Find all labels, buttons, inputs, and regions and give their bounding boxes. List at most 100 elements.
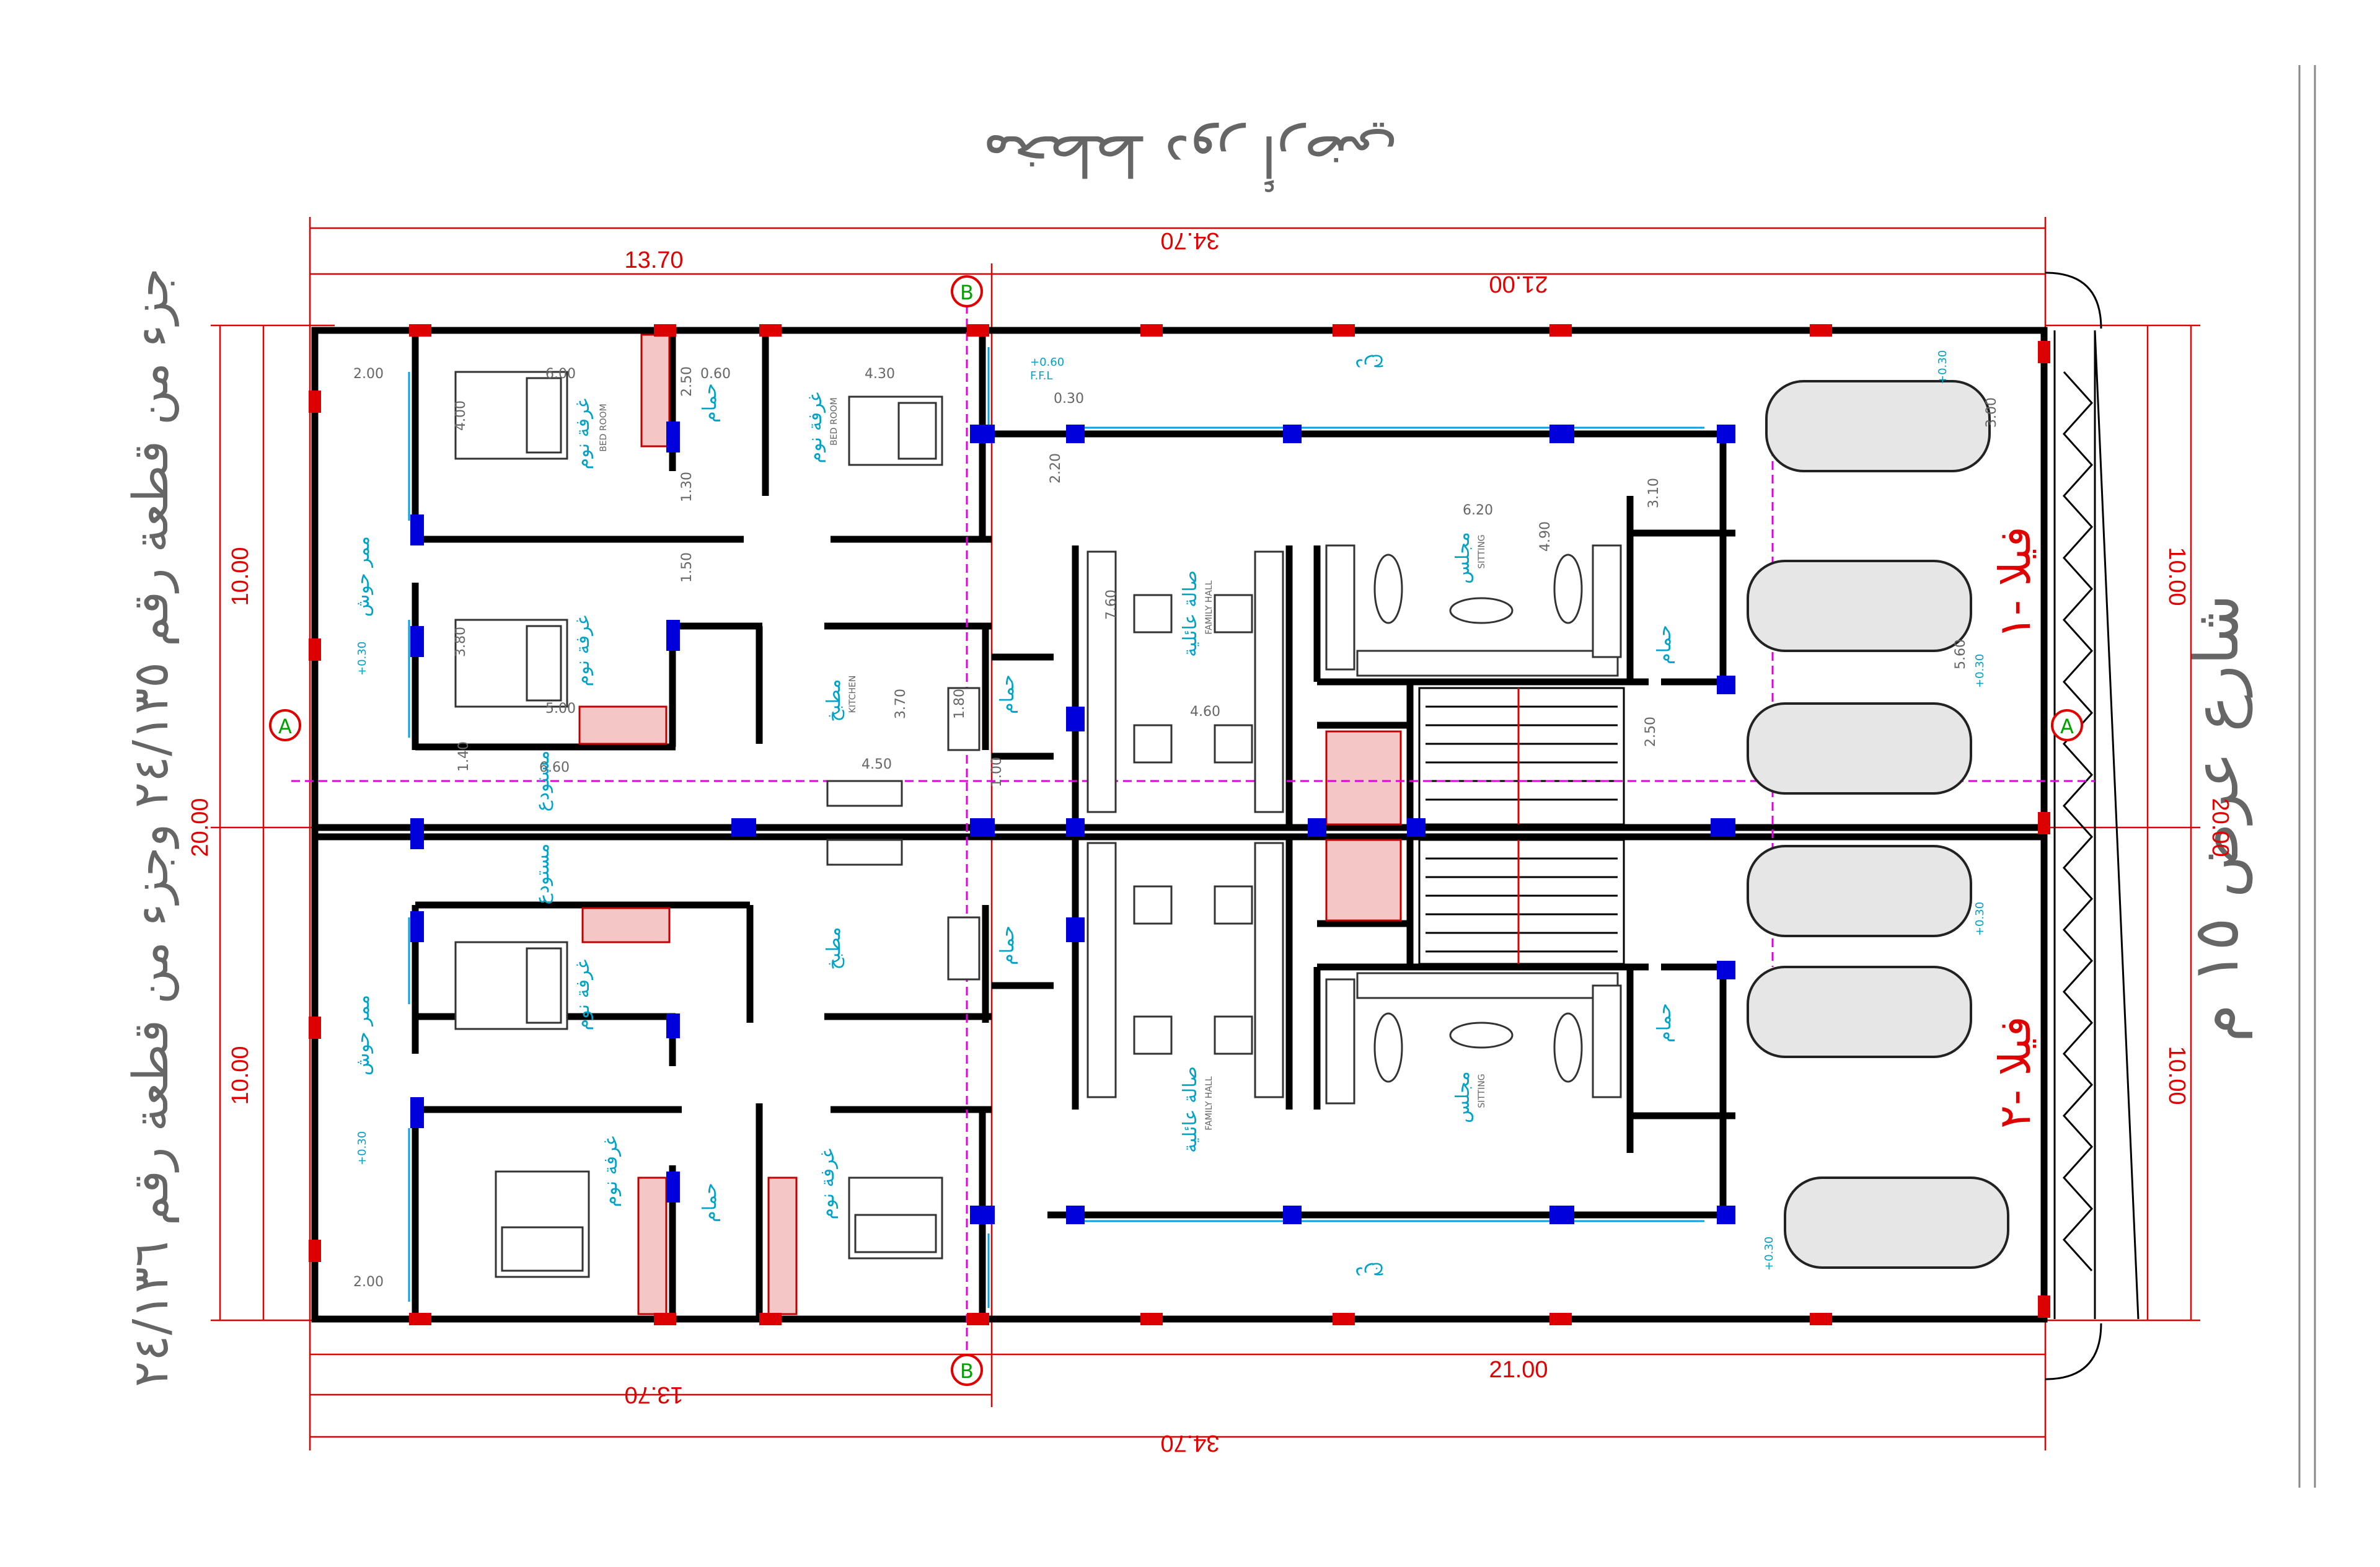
svg-text:1.00: 1.00 — [989, 757, 1005, 787]
label-kitchen-2: مطبخ — [823, 927, 845, 969]
svg-text:5.00: 5.00 — [545, 701, 576, 717]
hatched-areas — [578, 333, 1402, 1315]
svg-text:+0.30: +0.30 — [1973, 902, 1986, 936]
label-hall-1-en: FAMILY HALL — [1204, 580, 1214, 634]
dim-right-upper: 10.00 — [2164, 547, 2190, 606]
label-yard-1: ممر حوش — [352, 536, 374, 617]
inner-dimensions: 6.00 4.30 4.00 3.80 5.00 2.50 1.30 1.50 … — [353, 366, 1999, 1290]
svg-text:+0.30: +0.30 — [1973, 654, 1986, 688]
label-store-1: مستودع — [532, 751, 553, 812]
dim-left-total: 20.00 — [187, 798, 213, 857]
windows — [408, 347, 1704, 1308]
dim-right-bottom: 21.00 — [1489, 1357, 1548, 1383]
label-bedroom-1: غرفة نوم — [572, 399, 594, 470]
label-yard-2: ممر حوش — [352, 995, 374, 1075]
label-bath-6: حمام — [1654, 1003, 1675, 1043]
bed-bedroom-5 — [495, 1170, 590, 1278]
label-stair-1: درج — [1355, 355, 1384, 376]
svg-text:2.20: 2.20 — [1048, 453, 1064, 483]
svg-text:2.00: 2.00 — [353, 366, 384, 382]
sitting-room-furniture — [1325, 544, 1622, 1105]
svg-text:B: B — [960, 1359, 974, 1383]
label-bath-2: حمام — [997, 674, 1018, 714]
dim-right-total: 20.00 — [2207, 798, 2233, 857]
svg-text:2.00: 2.00 — [353, 1274, 384, 1290]
label-bath-4: حمام — [699, 1183, 721, 1222]
svg-text:1.30: 1.30 — [679, 472, 695, 502]
section-marker-a-left: A — [269, 709, 301, 741]
svg-text:6.20: 6.20 — [1463, 503, 1493, 518]
label-sitting-1: مجلس — [1452, 532, 1474, 584]
label-bedroom-2-en: BED ROOM — [829, 397, 839, 446]
dim-left-upper: 10.00 — [227, 547, 253, 606]
interior-walls-villa-1 — [412, 330, 1735, 828]
section-marker-b-top: B — [951, 275, 983, 307]
bed-bedroom-2 — [848, 395, 943, 466]
dim-left-bottom: 13.70 — [624, 1382, 683, 1408]
svg-text:5.60: 5.60 — [1953, 639, 1968, 669]
label-bedroom-6: غرفة نوم — [817, 1149, 839, 1220]
svg-text:7.60: 7.60 — [1104, 589, 1119, 620]
svg-text:4.30: 4.30 — [865, 366, 895, 382]
label-family-hall-1: صالة عائلية — [1179, 570, 1201, 657]
svg-text:A: A — [278, 715, 292, 738]
street-label: شارع عرض ١٥ م — [2180, 594, 2253, 1043]
svg-text:1.50: 1.50 — [679, 552, 695, 583]
section-marker-b-bottom: B — [951, 1354, 983, 1386]
staircase-villa-1 — [1418, 687, 1625, 826]
svg-text:+0.30: +0.30 — [1936, 350, 1949, 384]
label-bedroom-4: غرفة نوم — [572, 960, 594, 1031]
svg-text:0.30: 0.30 — [1054, 391, 1084, 407]
staircase-villa-2 — [1418, 839, 1625, 965]
svg-text:1.80: 1.80 — [952, 689, 967, 719]
svg-text:+0.60: +0.60 — [1030, 356, 1064, 369]
svg-text:3.80: 3.80 — [453, 627, 469, 657]
label-bedroom-5: غرفة نوم — [600, 1136, 622, 1207]
svg-text:F.F.L: F.F.L — [1030, 369, 1052, 382]
svg-text:4.90: 4.90 — [1538, 521, 1553, 552]
dim-right-top: 21.00 — [1489, 271, 1548, 297]
label-kitchen-1-en: KITCHEN — [848, 676, 858, 713]
columns — [309, 324, 2050, 1325]
dim-left-lower: 10.00 — [227, 1046, 253, 1105]
bed-bedroom-1 — [454, 371, 568, 460]
svg-text:3.00: 3.00 — [1984, 397, 1999, 428]
label-kitchen-1: مطبخ — [823, 679, 845, 722]
villa-1-label: فيلا -١ — [1990, 526, 2040, 638]
dim-left-top: 13.70 — [624, 247, 683, 273]
svg-text:4.50: 4.50 — [862, 757, 892, 772]
svg-text:0.60: 0.60 — [700, 366, 731, 382]
street-ramp — [2045, 271, 2140, 1380]
label-sitting-2: مجلس — [1452, 1071, 1474, 1123]
bed-bedroom-3 — [454, 619, 568, 708]
label-stair-2: درج — [1355, 1263, 1384, 1284]
label-hall-2-en: FAMILY HALL — [1204, 1076, 1214, 1130]
parked-cars — [1747, 380, 2009, 1269]
svg-text:6.60: 6.60 — [539, 760, 570, 775]
svg-text:4.60: 4.60 — [1190, 704, 1220, 720]
kitchen-counters — [826, 687, 981, 981]
family-hall-furniture — [1086, 550, 1284, 1098]
svg-text:2.50: 2.50 — [679, 366, 695, 397]
svg-text:B: B — [960, 281, 974, 304]
dim-right-lower: 10.00 — [2164, 1046, 2190, 1105]
dim-total-bottom: 34.70 — [1160, 1430, 1219, 1456]
svg-text:A: A — [2060, 715, 2074, 738]
label-bedroom-2: غرفة نوم — [804, 392, 826, 464]
svg-text:4.00: 4.00 — [453, 400, 469, 431]
label-bedroom-3: غرفة نوم — [572, 616, 594, 687]
svg-text:+0.30: +0.30 — [356, 1131, 369, 1165]
label-store-2: مستودع — [532, 844, 553, 905]
villa-2-label: فيلا -٢ — [1990, 1016, 2040, 1128]
bed-bedroom-6 — [848, 1176, 943, 1260]
svg-text:3.10: 3.10 — [1646, 478, 1662, 508]
label-bath-3: حمام — [997, 925, 1018, 965]
label-sitting-1-en: SITTING — [1477, 534, 1487, 568]
plan-title: مخطط دور أرضي — [982, 122, 1398, 192]
svg-text:+0.30: +0.30 — [356, 642, 369, 676]
section-marker-a-right: A — [2051, 709, 2083, 741]
label-bedroom-1-en: BED ROOM — [599, 404, 609, 452]
label-sitting-2-en: SITTING — [1477, 1074, 1487, 1108]
label-bath-5: حمام — [1654, 625, 1675, 664]
